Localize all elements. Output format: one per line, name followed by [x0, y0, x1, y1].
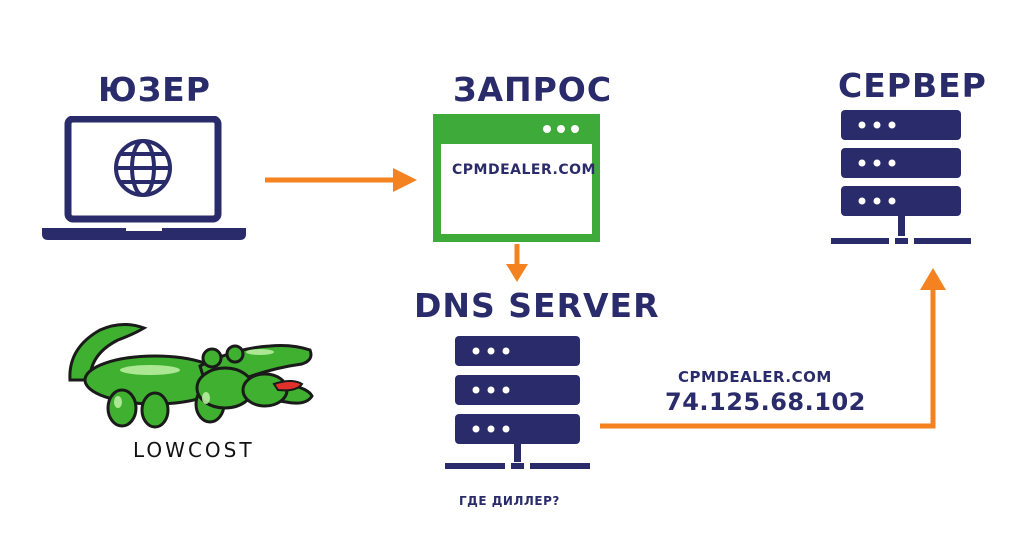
browser-window-icon: [433, 114, 600, 242]
user-label: ЮЗЕР: [98, 70, 211, 109]
resolved-domain-text: CPMDEALER.COM: [678, 368, 832, 386]
crocodile-balloon-logo: [60, 318, 325, 438]
server-label: СЕРВЕР: [838, 66, 987, 105]
server-rack-icon: [831, 110, 971, 252]
dns-server-rack-icon: [445, 336, 590, 478]
where-dealer-caption: ГДЕ ДИЛЛЕР?: [459, 494, 560, 508]
arrow-user-to-request: [265, 166, 420, 194]
lowcost-logo-text: LOWCOST: [133, 438, 255, 462]
resolved-ip-text: 74.125.68.102: [665, 388, 866, 416]
request-label: ЗАПРОС: [453, 70, 613, 109]
laptop-globe-icon: [42, 116, 246, 244]
request-domain-text: CPMDEALER.COM: [452, 162, 596, 178]
arrow-request-to-dns: [504, 244, 530, 284]
dns-server-label: DNS SERVER: [414, 286, 660, 325]
globe-icon: [114, 139, 172, 197]
arrow-dns-to-server: [600, 264, 950, 434]
